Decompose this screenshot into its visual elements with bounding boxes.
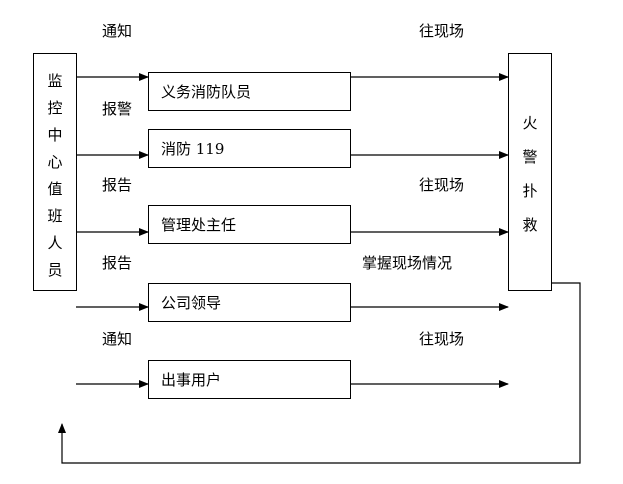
process-box-affected-household: 出事用户 — [148, 360, 351, 399]
edge-label-grasp-situation: 掌握现场情况 — [362, 254, 453, 272]
process-box-label: 消防 119 — [161, 140, 225, 158]
edge-label-notify-1: 通知 — [102, 22, 133, 40]
edge-label-alarm: 报警 — [102, 100, 133, 118]
process-box-company-leaders: 公司领导 — [148, 283, 351, 322]
edge-label-go-to-scene-3: 往现场 — [419, 330, 465, 348]
feedback-loop-arrow — [58, 282, 581, 464]
process-box-label: 管理处主任 — [161, 216, 237, 234]
process-box-label: 公司领导 — [161, 294, 222, 312]
process-box-fire-119: 消防 119 — [148, 129, 351, 168]
process-box-volunteer-firefighters: 义务消防队员 — [148, 72, 351, 111]
process-box-management-director: 管理处主任 — [148, 205, 351, 244]
process-box-label: 出事用户 — [161, 371, 222, 389]
source-box: 监控中心值班人员 — [33, 53, 77, 291]
source-box-label: 监控中心值班人员 — [47, 72, 63, 279]
edge-label-notify-2: 通知 — [102, 330, 133, 348]
edge-label-go-to-scene-2: 往现场 — [419, 176, 465, 194]
edge-label-go-to-scene-1: 往现场 — [419, 22, 465, 40]
target-box: 火警扑救 — [508, 53, 552, 291]
edge-label-report-1: 报告 — [102, 176, 133, 194]
edge-label-report-2: 报告 — [102, 254, 133, 272]
target-box-label: 火警扑救 — [522, 114, 538, 234]
process-box-label: 义务消防队员 — [161, 83, 252, 101]
